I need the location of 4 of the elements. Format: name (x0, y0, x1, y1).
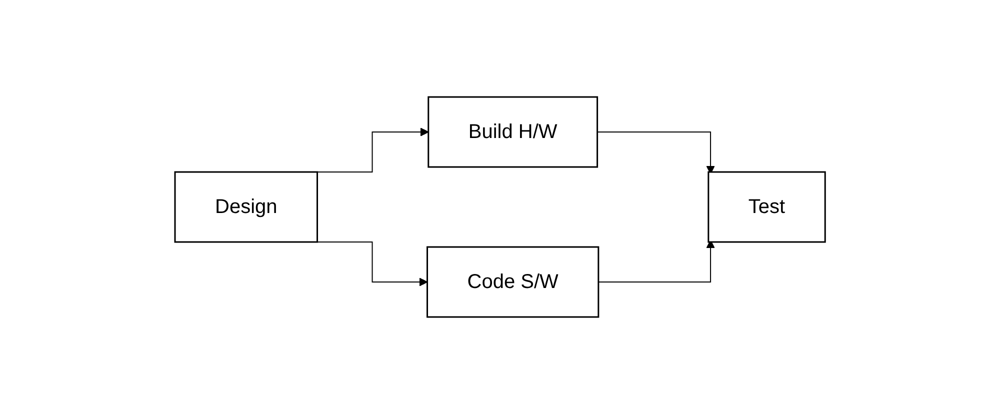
node-box: Design (174, 170, 318, 242)
node-box: Code S/W (426, 246, 600, 318)
node-box: Build H/W (428, 96, 598, 168)
node-box: Test (708, 170, 826, 242)
